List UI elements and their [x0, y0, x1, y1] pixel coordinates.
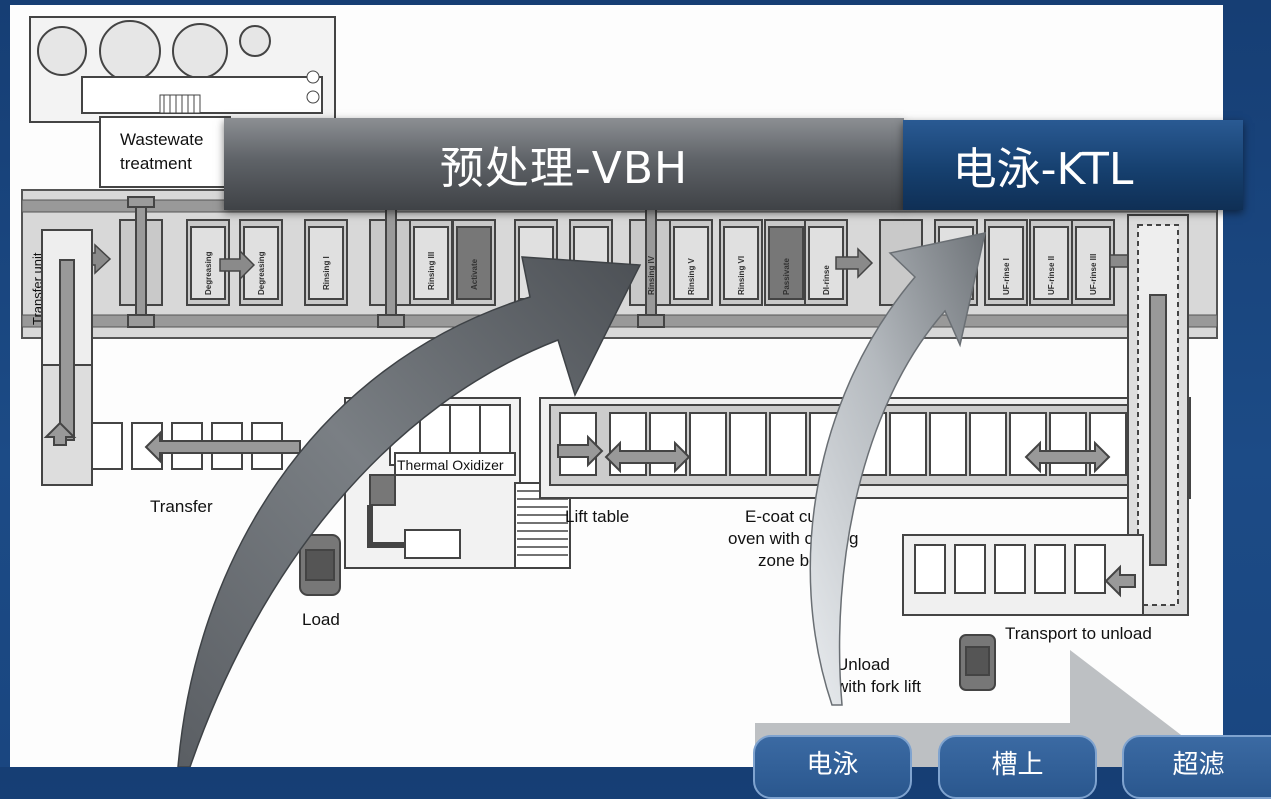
transport-label: Transport to unload	[1005, 624, 1152, 643]
load-label: Load	[302, 610, 340, 629]
load-forklift	[299, 534, 341, 596]
tank-label-di-rinse: DI-rinse	[822, 265, 831, 295]
transfer-label: Transfer	[150, 497, 213, 516]
tank-label-uf-rinse-3: UF-rinse III	[1089, 254, 1098, 295]
tab-ultrafiltration[interactable]: 超滤	[1122, 735, 1271, 799]
tank-label-rinsing-1: Rinsing I	[322, 256, 331, 290]
thermal-oxidizer-label: Thermal Oxidizer	[397, 457, 504, 473]
tank-label-passivate: Passivate	[782, 258, 791, 295]
transport-to-unload	[902, 534, 1144, 691]
lift-table-label: Lift table	[565, 507, 629, 526]
tank-label-rinsing-5: Rinsing V	[687, 257, 696, 295]
curved-arrow-ecoat	[809, 232, 986, 706]
unload-label-2: with fork lift	[835, 677, 921, 696]
tab-ecoat[interactable]: 电泳	[753, 735, 912, 799]
tab-tank-top[interactable]: 槽上	[938, 735, 1097, 799]
wastewater-label-line2: treatment	[120, 154, 192, 173]
tank-label-degreasing-1: Degreasing	[204, 251, 213, 295]
curved-arrow-pretreatment	[177, 256, 642, 767]
thermal-oxidizer-area	[344, 397, 571, 569]
tank-label-rinsing-3: Rinsing III	[427, 252, 436, 290]
wastewater-label-line1: Wastewate	[120, 130, 203, 149]
tank-label-rinsing-4: Rinsing IV	[647, 255, 656, 295]
left-conveyor	[41, 229, 93, 486]
ecoat-oven	[539, 397, 1191, 499]
transfer-row	[91, 422, 301, 470]
ecoat-banner-text: 电泳-KTL	[952, 144, 1134, 195]
pretreatment-banner: 预处理-VBH	[224, 118, 904, 210]
wastewater-treatment: Wastewate treatment	[29, 16, 336, 188]
tab-ecoat-label: 电泳	[806, 750, 859, 780]
tank-label-uf-rinse-1: UF-rinse I	[1002, 258, 1011, 295]
pretreatment-banner-text: 预处理-VBH	[439, 143, 689, 194]
tank-label-uf-rinse-2: UF-rinse II	[1047, 256, 1056, 295]
tab-ultrafiltration-label: 超滤	[1172, 750, 1225, 780]
tank-label-rinsing-6: Rinsing VI	[737, 256, 746, 295]
ecoat-banner: 电泳-KTL	[903, 120, 1243, 210]
unload-label-1: Unload	[836, 655, 890, 674]
tank-label-activate: Activate	[470, 258, 479, 290]
tab-tank-top-label: 槽上	[991, 750, 1044, 780]
tank-label-degreasing-2: Degreasing	[257, 251, 266, 295]
